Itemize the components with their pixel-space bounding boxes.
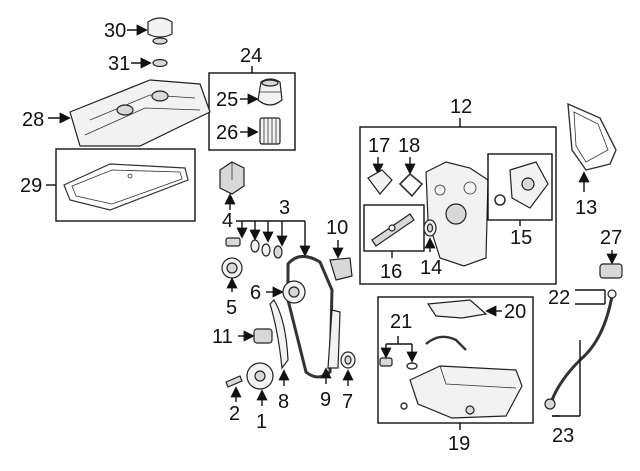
label-22: 22 — [548, 287, 570, 309]
label-5: 5 — [226, 297, 237, 319]
part-valve-assembly[interactable] — [371, 213, 415, 247]
part-bolts-and-washers[interactable] — [225, 237, 283, 259]
label-11: 11 — [212, 326, 233, 348]
label-9: 9 — [320, 389, 331, 411]
part-chain-guide-right[interactable] — [327, 309, 341, 369]
label-10: 10 — [326, 217, 348, 239]
part-pickup-tube[interactable] — [379, 335, 467, 370]
part-pcv-valve[interactable] — [257, 78, 283, 106]
label-27: 27 — [600, 227, 622, 249]
part-oil-baffle[interactable] — [426, 299, 488, 319]
part-seal-ring[interactable] — [340, 351, 356, 369]
part-timing-cover[interactable] — [425, 161, 489, 267]
part-camshaft-sprocket[interactable] — [282, 280, 306, 304]
part-front-seal[interactable] — [423, 219, 437, 237]
part-oil-filler-cap[interactable] — [147, 17, 173, 45]
part-tensioner[interactable] — [253, 328, 273, 344]
label-4: 4 — [222, 210, 233, 232]
label-28: 28 — [22, 109, 44, 131]
label-30: 30 — [104, 20, 126, 42]
label-15: 15 — [510, 227, 532, 249]
label-25: 25 — [216, 89, 238, 111]
label-31: 31 — [108, 53, 130, 75]
label-17: 17 — [368, 135, 390, 157]
label-26: 26 — [216, 122, 238, 144]
label-19: 19 — [448, 433, 470, 455]
label-24: 24 — [240, 45, 262, 67]
label-21: 21 — [390, 311, 412, 333]
label-20: 20 — [504, 301, 526, 323]
label-12: 12 — [450, 96, 472, 118]
part-timing-chain[interactable] — [286, 255, 334, 379]
part-crank-seal[interactable] — [221, 257, 243, 279]
label-13: 13 — [575, 197, 597, 219]
part-cover-gasket[interactable] — [398, 172, 424, 198]
group-box-19 — [377, 296, 534, 424]
part-crankshaft-pulley[interactable] — [246, 362, 274, 390]
label-2: 2 — [229, 403, 240, 425]
group-box-12 — [359, 126, 557, 285]
part-valve-cover-gasket[interactable] — [63, 163, 189, 211]
part-valve-cover[interactable] — [69, 79, 211, 147]
part-cap-seal[interactable] — [152, 58, 168, 68]
part-cover-plate[interactable] — [367, 169, 393, 195]
label-8: 8 — [278, 391, 289, 413]
part-oil-pump[interactable] — [494, 161, 549, 209]
part-oil-pan[interactable] — [400, 365, 523, 419]
part-chain-guide-bracket[interactable] — [329, 257, 353, 281]
part-oil-filter[interactable] — [259, 117, 281, 145]
part-oil-level-sensor[interactable] — [599, 263, 623, 279]
label-23: 23 — [552, 425, 574, 447]
label-7: 7 — [342, 391, 353, 413]
part-timing-cover-gasket[interactable] — [567, 102, 617, 171]
label-3: 3 — [279, 197, 290, 219]
label-1: 1 — [256, 411, 267, 433]
part-pulley-bolt[interactable] — [225, 375, 243, 388]
label-6: 6 — [250, 282, 261, 304]
label-16: 16 — [380, 261, 402, 283]
part-chain-guide-left[interactable] — [269, 299, 289, 370]
part-bracket[interactable] — [219, 161, 245, 195]
label-29: 29 — [20, 175, 42, 197]
label-18: 18 — [398, 135, 420, 157]
label-14: 14 — [420, 257, 442, 279]
